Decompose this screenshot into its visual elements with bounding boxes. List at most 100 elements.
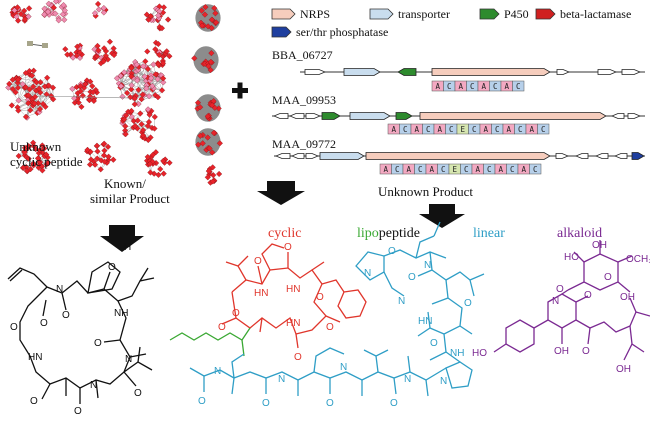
network-node xyxy=(154,76,161,83)
nrps-domain-label: A xyxy=(406,165,411,174)
beta-lactamase-arrow-icon xyxy=(535,8,556,20)
gene-arrow xyxy=(431,68,551,76)
network-node xyxy=(95,47,102,54)
cyclic-lipopeptide-structure xyxy=(221,243,367,349)
network-node xyxy=(15,97,22,104)
nrps-domain-label: A xyxy=(504,82,509,91)
network-node xyxy=(34,155,42,162)
network-cluster xyxy=(191,46,219,74)
network-node xyxy=(191,55,198,62)
network-node xyxy=(127,94,134,101)
atom-o: O xyxy=(464,298,472,309)
network-node xyxy=(144,122,151,129)
nrps-domain-label: C xyxy=(516,82,521,91)
atom-n: N xyxy=(404,374,411,385)
nrps-arrow-icon xyxy=(271,8,296,20)
network-node xyxy=(209,102,216,109)
gene-arrow xyxy=(556,69,571,75)
network-node xyxy=(37,79,44,86)
nrps-domain-label: C xyxy=(541,125,546,134)
network-cluster xyxy=(195,128,223,156)
known-similar-label-1: Known/ xyxy=(104,176,146,191)
network-node xyxy=(27,107,34,114)
network-node xyxy=(14,84,21,91)
network-node xyxy=(32,146,39,153)
network-node xyxy=(158,25,165,32)
network-node xyxy=(159,60,167,67)
network-node xyxy=(199,140,206,147)
atom-o: O xyxy=(604,272,612,283)
network-cluster xyxy=(204,164,223,186)
network-node xyxy=(165,16,172,23)
network-node xyxy=(145,106,152,113)
gene-arrow xyxy=(272,113,289,119)
network-node xyxy=(206,145,213,152)
atom-o: O xyxy=(294,352,302,363)
network-node xyxy=(64,51,71,58)
network-node xyxy=(155,61,162,68)
nrps-domain-label: A xyxy=(435,82,440,91)
nrps-domain-label: C xyxy=(447,82,452,91)
atom-o: O xyxy=(94,338,102,349)
nrps-domain-label: C xyxy=(441,165,446,174)
network-cluster xyxy=(62,42,85,61)
network-node xyxy=(160,170,167,177)
gene-arrow xyxy=(343,68,381,76)
network-node xyxy=(137,110,144,117)
network-cluster xyxy=(5,67,57,121)
network-edge xyxy=(153,78,164,89)
network-node xyxy=(17,10,25,18)
network-cluster xyxy=(113,58,167,108)
atom-ho: HO xyxy=(564,252,579,263)
atom-oh: OH xyxy=(554,346,569,357)
atom-o: O xyxy=(62,310,70,321)
network-node xyxy=(30,67,37,74)
arrow-right-icon xyxy=(257,181,305,205)
unknown-product-label: Unknown Product xyxy=(378,184,473,199)
network-node xyxy=(216,140,223,147)
nrps-domain-label: A xyxy=(498,165,503,174)
cluster-name-maa09772: MAA_09772 xyxy=(272,137,336,151)
nrps-domain-label: C xyxy=(470,82,475,91)
network-node xyxy=(50,4,57,11)
nrps-domain-label: A xyxy=(506,125,511,134)
atom-n: N xyxy=(340,362,347,373)
nrps-domain-label: E xyxy=(460,125,465,134)
network-node xyxy=(93,142,100,149)
network-node xyxy=(21,7,28,14)
legend-phosphatase: ser/thr phosphatase xyxy=(271,25,388,39)
network-node xyxy=(215,105,222,112)
network-node xyxy=(135,100,142,108)
network-node xyxy=(134,77,141,84)
network-node xyxy=(60,2,67,9)
network-node xyxy=(197,104,204,111)
known-cyclic-peptide-structure xyxy=(7,261,155,404)
alkaloid-atoms: HO OH O OCH₃ OH O N O OH O HO OH xyxy=(472,240,650,375)
molecular-network xyxy=(5,0,223,186)
network-node xyxy=(160,4,167,11)
network-node xyxy=(19,81,26,88)
atom-n: N xyxy=(214,366,221,377)
network-node xyxy=(124,89,131,97)
transporter-arrow-icon xyxy=(369,8,394,20)
nrps-domain xyxy=(537,123,550,135)
network-node xyxy=(205,168,212,175)
network-node xyxy=(197,132,204,139)
network-edge xyxy=(39,99,54,110)
network-node xyxy=(11,7,18,14)
nrps-domain-label: C xyxy=(533,165,538,174)
atom-o: O xyxy=(316,292,324,303)
network-node xyxy=(27,41,33,46)
nrps-domain xyxy=(512,80,525,92)
network-node xyxy=(26,86,33,93)
atom-o: O xyxy=(584,290,592,301)
network-cluster xyxy=(69,77,100,110)
network-node xyxy=(149,151,157,158)
network-node xyxy=(25,13,32,20)
known-structure-atoms: N O O O O H NH O N HN O O N O xyxy=(10,242,142,417)
network-node xyxy=(14,76,21,83)
network-node xyxy=(37,106,44,113)
